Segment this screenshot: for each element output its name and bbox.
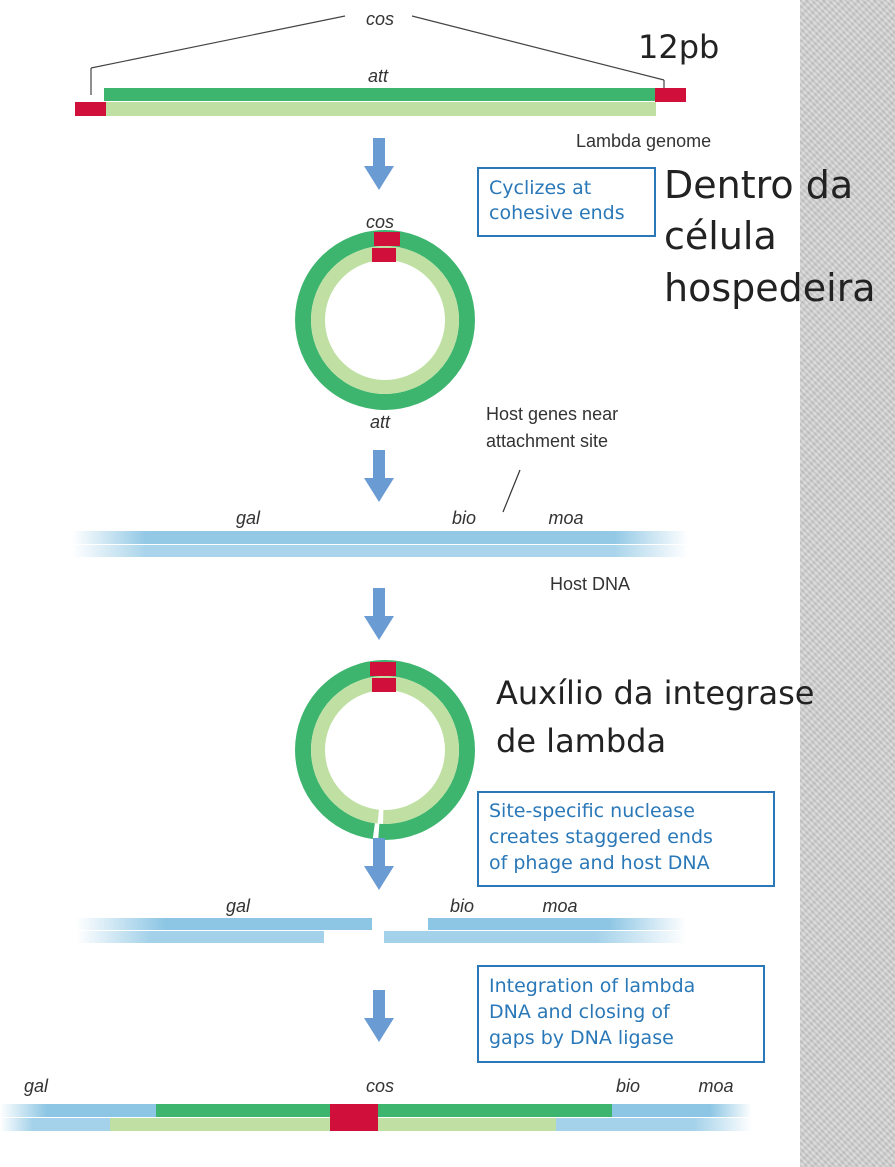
step-arrow-1 <box>364 138 394 190</box>
integrase-note-line-2: de lambda <box>496 722 666 760</box>
host-genes-note: Host genes near attachment site <box>486 404 623 451</box>
gal-label-2: gal <box>226 896 251 916</box>
integration-text: Integration of lambda DNA and closing of… <box>489 975 701 1049</box>
cell-note-line-3: hospedeira <box>664 266 876 310</box>
nuclease-text: Site-specific nuclease creates staggered… <box>489 800 719 874</box>
cell-note-line-2: célula <box>664 214 777 258</box>
gal-label-3: gal <box>24 1076 49 1096</box>
integration-line-2: DNA and closing of <box>489 1001 671 1023</box>
host-strand-top <box>72 531 688 544</box>
cos-label-bottom: cos <box>366 1076 394 1096</box>
nuclease-line-3: of phage and host DNA <box>489 852 710 874</box>
host-genes-line-2: attachment site <box>486 431 608 451</box>
moa-label-3: moa <box>698 1076 733 1096</box>
host-right-top <box>612 1104 752 1117</box>
cos-end-right <box>655 88 686 102</box>
host-genes-pointer <box>502 469 521 513</box>
cos-site-outer <box>374 232 400 246</box>
bio-label-3: bio <box>616 1076 640 1096</box>
cos-site2-inner <box>372 678 396 692</box>
circle2-inner-strand <box>311 676 459 824</box>
host-left-bottom <box>0 1118 110 1131</box>
phage-strand-light <box>104 102 656 116</box>
phage-strand-dark <box>104 88 656 101</box>
size-annotation: 12pb <box>638 28 719 66</box>
host-dna-cut <box>76 918 686 943</box>
att-label-circle: att <box>370 412 391 432</box>
integrated-prophage <box>0 1104 752 1131</box>
host-dna-label: Host DNA <box>550 574 630 594</box>
integrase-note: Auxílio da integrase de lambda <box>496 674 825 760</box>
cut-left-bottom <box>76 931 324 943</box>
bio-label-2: bio <box>450 896 474 916</box>
integration-box <box>477 965 765 1063</box>
cyclizes-text: Cyclizes at cohesive ends <box>489 177 625 224</box>
step-arrow-4 <box>364 838 394 890</box>
nuclease-line-2: creates staggered ends <box>489 826 713 848</box>
cyclizes-line-1: Cyclizes at <box>489 177 591 199</box>
circular-genome <box>295 230 475 410</box>
cos-bracket-line-right <box>411 15 665 81</box>
prophage-strand-dark <box>156 1104 612 1117</box>
nuclease-box <box>477 791 775 887</box>
host-dna <box>72 531 688 557</box>
cyclizes-box <box>477 167 656 237</box>
att-label-top: att <box>368 66 389 86</box>
cut-left-top <box>76 918 372 930</box>
cut-right-bottom <box>384 931 686 943</box>
step-arrow-2 <box>364 450 394 502</box>
circle-inner-strand <box>311 246 459 394</box>
cell-note-line-1: Dentro da <box>664 163 853 207</box>
gal-label-1: gal <box>236 508 261 528</box>
nuclease-line-1: Site-specific nuclease <box>489 800 695 822</box>
cut-right-top <box>428 918 686 930</box>
cos-label-circle: cos <box>366 212 394 232</box>
moa-label-1: moa <box>548 508 583 528</box>
cos-site-inner <box>372 248 396 262</box>
circle-outer-strand <box>295 230 475 410</box>
host-left-top <box>0 1104 156 1117</box>
cyclizes-line-2: cohesive ends <box>489 202 625 224</box>
cos-bracket-line-left <box>90 15 346 69</box>
bio-label-1: bio <box>452 508 476 528</box>
lambda-genome-linear <box>75 15 686 116</box>
integration-line-3: gaps by DNA ligase <box>489 1027 674 1049</box>
step-arrow-5 <box>364 990 394 1042</box>
integration-line-1: Integration of lambda <box>489 975 695 997</box>
circular-genome-nicked <box>295 660 475 840</box>
host-strand-bottom <box>72 545 688 557</box>
host-right-bottom <box>556 1118 752 1131</box>
cos-label-top: cos <box>366 9 394 29</box>
cell-note: Dentro da célula hospedeira <box>664 163 876 310</box>
integrase-note-line-1: Auxílio da integrase <box>496 674 814 712</box>
lambda-genome-label: Lambda genome <box>576 131 711 151</box>
host-genes-line-1: Host genes near <box>486 404 618 424</box>
cos-site2-outer <box>370 662 396 676</box>
cos-end-left <box>75 102 106 116</box>
moa-label-2: moa <box>542 896 577 916</box>
step-arrow-3 <box>364 588 394 640</box>
cos-site-integrated <box>330 1104 378 1131</box>
circle2-outer-strand <box>295 660 475 840</box>
